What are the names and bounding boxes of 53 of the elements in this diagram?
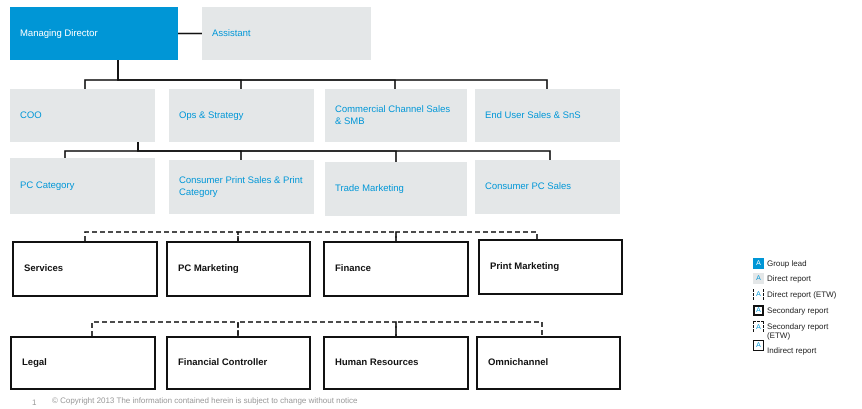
role-title: Human Resources	[335, 357, 418, 369]
outlined-role-box	[12, 241, 158, 297]
role-title: PC Category	[20, 180, 74, 192]
role-title: Legal	[22, 357, 47, 369]
dashed-connector	[395, 321, 543, 336]
dashed-connector	[237, 231, 397, 241]
dashed-connector	[237, 321, 397, 336]
role-box	[475, 160, 620, 214]
outlined-role-box	[166, 241, 311, 297]
dashed-connector	[84, 231, 239, 241]
dashed-connector	[91, 321, 239, 336]
connector	[137, 142, 551, 160]
role-box	[10, 89, 155, 142]
legend-label: Group lead	[767, 259, 807, 268]
role-title: Financial Controller	[178, 357, 268, 369]
outlined-role-box	[476, 336, 621, 390]
role-title: Commercial Channel Sales & SMB	[335, 104, 452, 128]
role-box	[202, 7, 371, 60]
role-box	[10, 158, 155, 214]
role-title: Omnichannel	[488, 357, 548, 369]
role-title: Services	[24, 263, 64, 275]
role-title: Print Marketing	[490, 261, 560, 273]
outlined-role-box	[323, 241, 469, 297]
role-title: Ops & Strategy	[179, 110, 244, 122]
connector	[117, 60, 548, 89]
role-box	[475, 89, 620, 142]
outlined-role-box	[10, 336, 156, 390]
role-box	[169, 89, 314, 142]
role-title: Finance	[335, 263, 371, 275]
legend-label: Indirect report	[767, 346, 816, 355]
role-title: PC Marketing	[178, 263, 239, 275]
role-title: Trade Marketing	[335, 183, 404, 195]
dashed-connector	[395, 231, 538, 241]
role-title: COO	[20, 110, 42, 122]
role-box	[325, 89, 467, 142]
outlined-role-box	[166, 336, 311, 390]
role-box	[169, 160, 314, 214]
role-title: Managing Director	[20, 28, 98, 40]
role-box	[10, 7, 178, 60]
role-title: Assistant	[212, 28, 251, 40]
connector	[178, 32, 202, 34]
role-title: Consumer Print Sales & Print Category	[179, 175, 304, 199]
legend-label: Direct report	[767, 274, 812, 283]
footer-note: © Copyright 2013 The information contained herein is subject to change without notice	[52, 396, 358, 405]
legend-label: Secondary report	[767, 306, 828, 315]
legend-label: Secondary report (ETW)	[767, 322, 830, 340]
page-number: 1	[32, 398, 36, 407]
legend-label: Direct report (ETW)	[767, 290, 836, 299]
role-box	[325, 162, 467, 216]
outlined-role-box	[478, 239, 623, 295]
role-title: Consumer PC Sales	[485, 181, 572, 193]
role-title: End User Sales & SnS	[485, 110, 581, 122]
outlined-role-box	[323, 336, 469, 390]
